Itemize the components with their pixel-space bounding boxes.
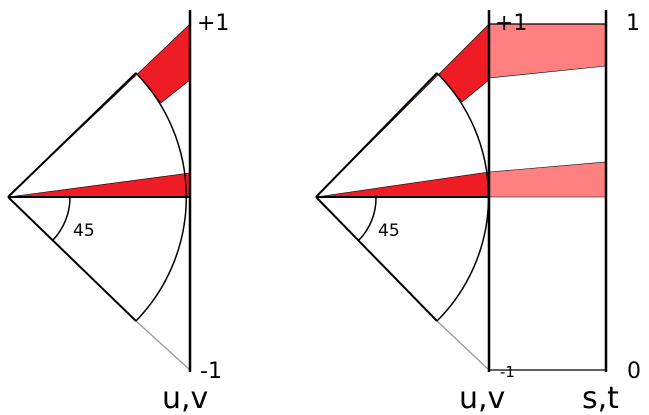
right-diagram: +1 -1 45 u,v 1 0 s,t: [315, 10, 641, 415]
left-diagram: +1 -1 45 u,v: [7, 10, 229, 415]
left-angle-label: 45: [73, 221, 95, 241]
left-bottom-ray: [7, 196, 137, 322]
right-uv-top-label: +1: [495, 11, 527, 36]
left-axis-label: u,v: [162, 381, 208, 415]
left-bottom-label: -1: [200, 359, 222, 384]
right-st-axis-label: s,t: [582, 381, 619, 415]
right-st-top-label: 1: [626, 11, 640, 36]
left-outer-arc: [135, 72, 187, 322]
right-lower-wedge: [315, 171, 490, 198]
right-guide-ray: [436, 320, 490, 371]
left-lower-wedge: [7, 172, 191, 198]
right-outer-arc: [436, 72, 490, 322]
left-angle-arc: [51, 196, 71, 242]
right-angle-arc: [358, 196, 377, 241]
left-guide-ray: [135, 320, 191, 371]
right-uv-axis-label: u,v: [459, 381, 505, 415]
left-top-ray: [7, 72, 137, 198]
left-top-label: +1: [197, 11, 229, 36]
right-bottom-ray: [315, 196, 438, 322]
right-st-bottom-label: 0: [627, 359, 641, 384]
right-uv-bottom-label: -1: [500, 363, 515, 381]
right-angle-label: 45: [378, 221, 400, 241]
right-lower-band: [488, 161, 607, 198]
right-top-ray: [315, 72, 438, 198]
